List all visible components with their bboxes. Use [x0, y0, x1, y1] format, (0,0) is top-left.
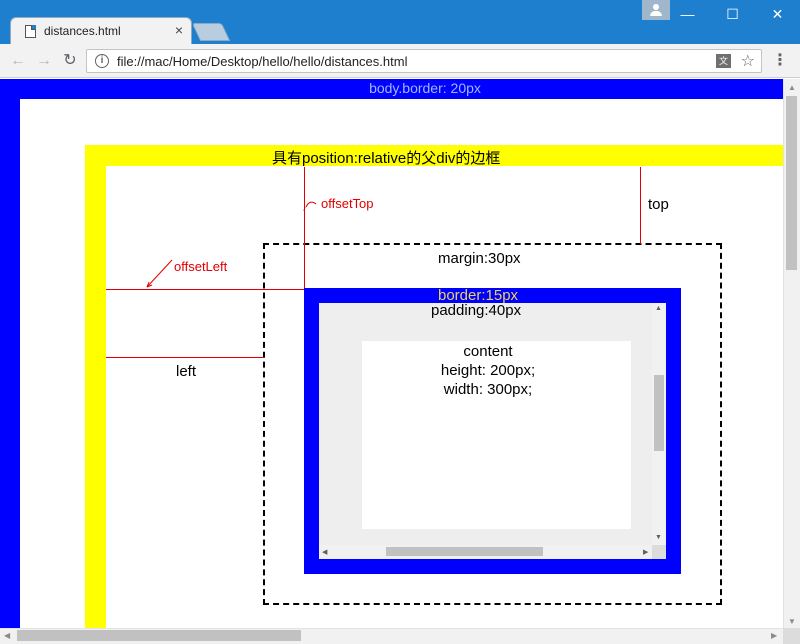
scroll-up-arrow-icon[interactable]: ▲ [655, 305, 662, 312]
page-scroll-right-arrow-icon[interactable]: ▶ [771, 631, 778, 640]
page-scroll-up-arrow-icon[interactable]: ▲ [788, 83, 796, 92]
page-scroll-left-arrow-icon[interactable]: ◀ [4, 631, 11, 640]
parent-border-left [85, 145, 106, 628]
maximize-button[interactable]: ☐ [726, 6, 739, 22]
page-scroll-corner [783, 628, 800, 644]
scroll-right-arrow-icon[interactable]: ▶ [643, 549, 649, 556]
browser-toolbar: ← → ↻ i file://mac/Home/Desktop/hello/he… [0, 44, 800, 78]
left-line [106, 357, 263, 358]
tab-title: distances.html [44, 24, 121, 38]
left-label: left [176, 363, 197, 380]
scroll-down-arrow-icon[interactable]: ▼ [655, 534, 662, 541]
forward-arrow-icon[interactable]: → [36, 52, 52, 69]
margin-box [263, 243, 722, 605]
top-line [640, 167, 641, 244]
annotation-pointers [146, 201, 317, 288]
content-line-1: content [463, 343, 513, 360]
browser-tab[interactable]: distances.html × [10, 17, 192, 45]
document-icon [25, 25, 36, 38]
address-bar[interactable]: i file://mac/Home/Desktop/hello/hello/di… [86, 49, 762, 73]
translate-icon[interactable]: 文 [716, 54, 731, 68]
page-vertical-scroll-thumb[interactable] [786, 96, 797, 270]
body-border-top [0, 79, 783, 99]
profile-icon[interactable] [642, 0, 670, 20]
offset-left-line [106, 289, 304, 290]
margin-label: margin:30px [438, 250, 521, 267]
page-viewport: body.border: 20px 具有position:relative的父d… [0, 79, 783, 628]
border-label: border:15px [438, 287, 519, 304]
back-arrow-icon[interactable]: ← [10, 52, 26, 69]
parent-border-label: 具有position:relative的父div的边框 [272, 150, 501, 167]
body-border-left [0, 79, 20, 628]
inner-vertical-scroll-thumb[interactable] [654, 375, 664, 451]
inner-scroll-corner [652, 545, 666, 559]
padding-label: padding:40px [431, 302, 522, 319]
url-text[interactable]: file://mac/Home/Desktop/hello/hello/dist… [117, 54, 408, 69]
content-line-3: width: 300px; [443, 381, 533, 398]
page-scroll-down-arrow-icon[interactable]: ▼ [788, 617, 796, 626]
scroll-left-arrow-icon[interactable]: ◀ [322, 549, 328, 556]
menu-icon[interactable]: ⋮ [772, 52, 788, 69]
inner-horizontal-scroll-thumb[interactable] [386, 547, 543, 556]
close-window-button[interactable]: ✕ [771, 6, 784, 22]
page-horizontal-scroll-thumb[interactable] [17, 630, 301, 641]
content-line-2: height: 200px; [440, 362, 536, 379]
offset-left-label: offsetLeft [174, 259, 228, 274]
content-box [362, 341, 631, 529]
minimize-button[interactable]: — [680, 6, 695, 22]
info-icon[interactable]: i [95, 54, 109, 68]
close-tab-icon[interactable]: × [174, 22, 183, 38]
offset-top-label: offsetTop [321, 196, 374, 211]
bookmark-star-icon[interactable]: ☆ [740, 53, 755, 70]
offset-top-line [304, 167, 305, 288]
parent-border-top [85, 145, 783, 166]
reload-icon[interactable]: ↻ [63, 52, 77, 69]
body-border-label: body.border: 20px [369, 80, 481, 96]
top-label: top [648, 196, 669, 213]
content-text: content height: 200px; width: 300px; [362, 342, 614, 399]
